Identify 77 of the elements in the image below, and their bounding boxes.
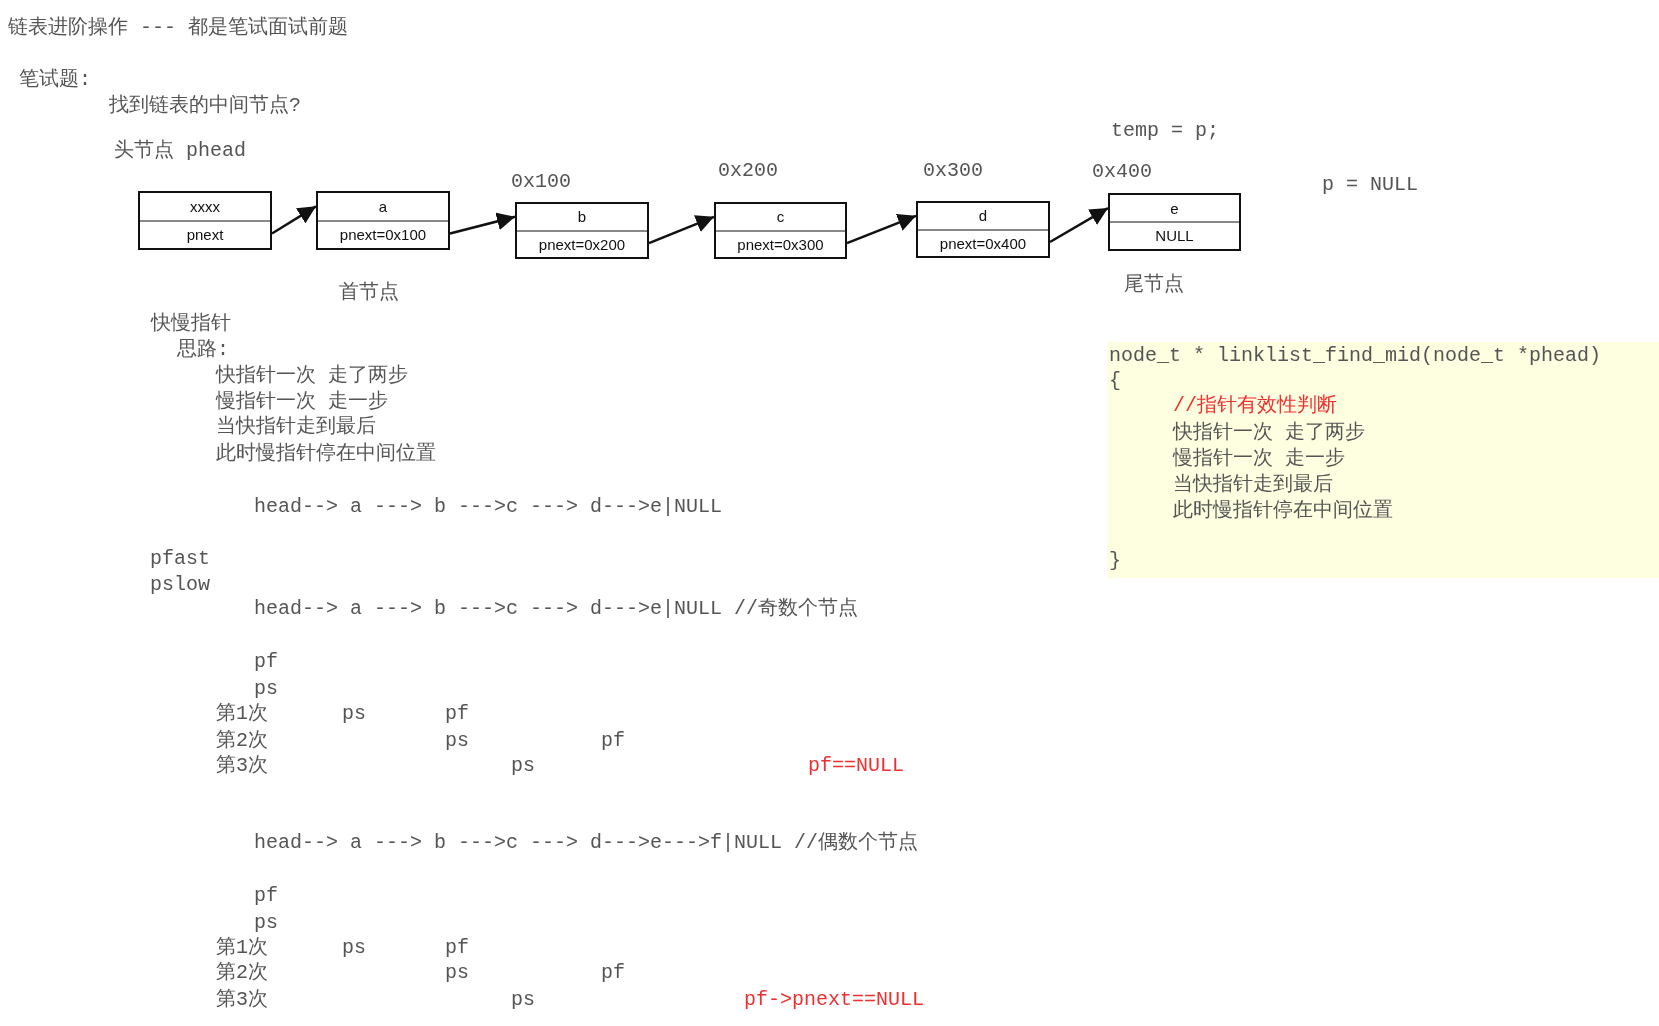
text-label: 慢指针一次 走一步 xyxy=(216,390,388,414)
arrow xyxy=(846,214,917,245)
data-field: a xyxy=(318,193,448,221)
text-label: 快慢指针 xyxy=(151,312,231,336)
text-label: p = NULL xyxy=(1322,173,1418,197)
text-label: ps xyxy=(254,677,278,701)
data-field: xxxx xyxy=(140,193,270,221)
data-field: d xyxy=(918,203,1048,230)
text-label: pf xyxy=(254,884,278,908)
text-label: head--> a ---> b --->c ---> d--->e--->f|NULL //偶数个节点 xyxy=(254,831,919,855)
address-label: 0x300 xyxy=(923,159,983,183)
data-field: b xyxy=(517,204,647,231)
text-label: pfast xyxy=(150,547,210,571)
arrow xyxy=(449,212,516,235)
text-label: 找到链表的中间节点? xyxy=(109,94,301,118)
condition-note: pf==NULL xyxy=(808,754,904,778)
pointer-field: pnext=0x400 xyxy=(918,228,1048,258)
text-label: 第1次 xyxy=(216,702,268,726)
text-label: 笔试题: xyxy=(19,68,91,92)
list-node-box xyxy=(916,201,1050,258)
arrow xyxy=(1049,207,1109,244)
text-label: ps xyxy=(342,936,366,960)
text-label: 第3次 xyxy=(216,754,268,778)
data-field: e xyxy=(1110,195,1239,222)
pointer-field: pnext=0x100 xyxy=(318,219,448,250)
node-caption: 头节点 phead xyxy=(114,139,246,163)
arrow xyxy=(271,205,317,235)
text-label: pf xyxy=(445,702,469,726)
text-label: head--> a ---> b --->c ---> d--->e|NULL //奇数个节点 xyxy=(254,597,859,621)
text-label: 当快指针走到最后 xyxy=(216,415,376,439)
data-field: c xyxy=(716,204,845,231)
pointer-field: NULL xyxy=(1110,221,1239,251)
list-node-box xyxy=(138,191,272,250)
list-node-box xyxy=(316,191,450,250)
text-label: 第1次 xyxy=(216,936,268,960)
code-line: 快指针一次 走了两步 xyxy=(1173,421,1365,445)
pointer-field: pnext xyxy=(140,219,270,250)
code-comment: //指针有效性判断 xyxy=(1173,394,1337,418)
text-label: pf xyxy=(254,650,278,674)
arrow xyxy=(648,215,715,245)
address-label: 0x100 xyxy=(511,170,571,194)
text-label: ps xyxy=(445,729,469,753)
page-title: 链表进阶操作 --- 都是笔试面试前题 xyxy=(8,16,348,40)
code-line: node_t * linklist_find_mid(node_t *phead) xyxy=(1109,344,1602,368)
node-caption: 首节点 xyxy=(339,281,399,305)
text-label: temp = p; xyxy=(1111,119,1220,143)
text-label: 快指针一次 走了两步 xyxy=(216,364,408,388)
text-label: 第3次 xyxy=(216,988,268,1012)
code-block xyxy=(1107,342,1659,578)
text-label: ps xyxy=(511,754,535,778)
code-line: 当快指针走到最后 xyxy=(1173,473,1333,497)
condition-note: pf->pnext==NULL xyxy=(744,988,925,1012)
code-line: 慢指针一次 走一步 xyxy=(1173,447,1345,471)
list-node-box xyxy=(1108,193,1241,251)
code-line: 此时慢指针停在中间位置 xyxy=(1173,499,1393,523)
address-label: 0x200 xyxy=(718,159,778,183)
pointer-field: pnext=0x200 xyxy=(517,229,647,259)
code-line: { xyxy=(1109,369,1121,393)
text-label: head--> a ---> b --->c ---> d--->e|NULL xyxy=(254,495,723,519)
text-label: 思路: xyxy=(177,338,229,362)
text-label: ps xyxy=(254,911,278,935)
text-label: pf xyxy=(601,729,625,753)
text-label: pf xyxy=(445,936,469,960)
list-node-box xyxy=(714,202,847,259)
text-label: pslow xyxy=(150,573,210,597)
text-label: ps xyxy=(511,988,535,1012)
list-node-box xyxy=(515,202,649,259)
text-label: pf xyxy=(601,961,625,985)
text-label: 第2次 xyxy=(216,961,268,985)
address-label: 0x400 xyxy=(1092,160,1152,184)
text-label: ps xyxy=(342,702,366,726)
pointer-field: pnext=0x300 xyxy=(716,229,845,259)
code-line: } xyxy=(1109,549,1121,573)
node-caption: 尾节点 xyxy=(1124,273,1184,297)
text-label: 此时慢指针停在中间位置 xyxy=(216,442,436,466)
text-label: ps xyxy=(445,961,469,985)
text-label: 第2次 xyxy=(216,729,268,753)
